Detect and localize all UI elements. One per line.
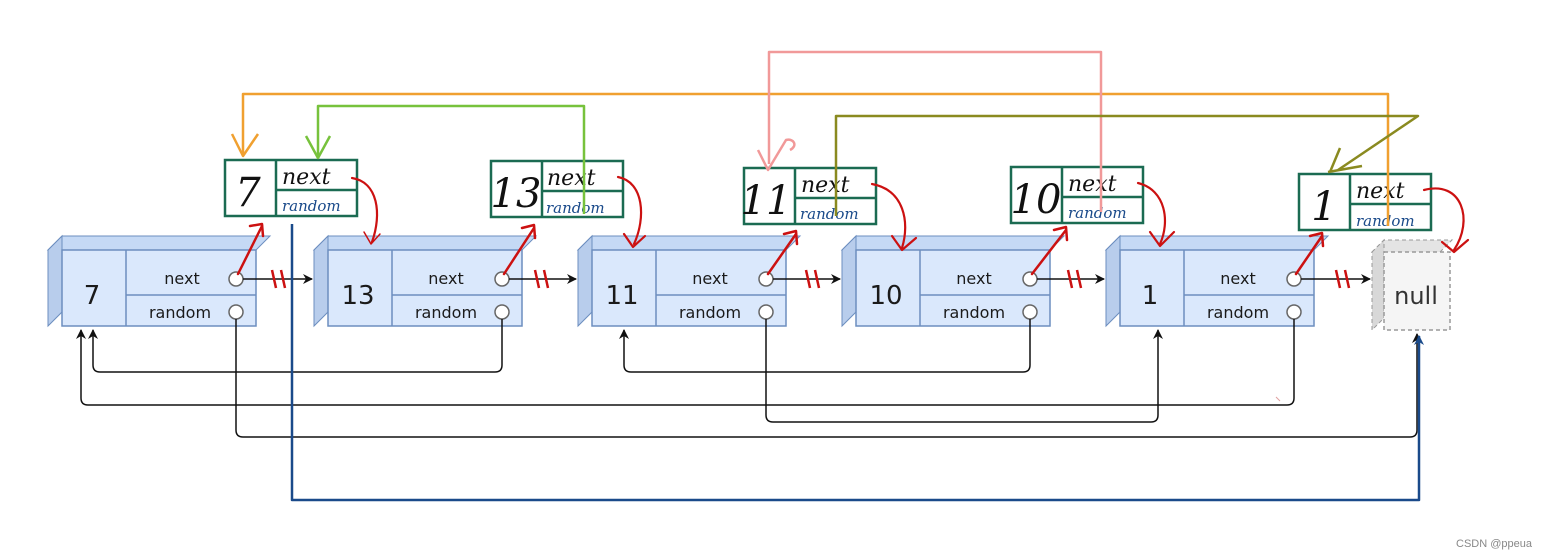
next-pointer-dot: [494, 271, 510, 287]
copied-node-1: 1 next random: [1297, 172, 1433, 232]
next-pointer-dot: [1286, 271, 1302, 287]
next-field-label: next: [956, 269, 991, 288]
copy-random-arrow-pink: [756, 50, 1103, 212]
original-node-value: 13: [341, 281, 374, 311]
next-pointer-dot: [1022, 271, 1038, 287]
original-node-value: 11: [605, 281, 638, 311]
original-to-copy-arrows: [236, 222, 1325, 276]
random-field-label: random: [546, 199, 605, 217]
copied-node-value: 11: [741, 178, 792, 224]
copied-node-value: 13: [491, 171, 542, 217]
random-field-label: random: [800, 205, 859, 223]
random-pointer-dot: [1286, 304, 1302, 320]
random-field-label: random: [943, 303, 1005, 322]
next-field-label: next: [547, 166, 596, 191]
random-pointer-dot: [1022, 304, 1038, 320]
next-field-label: next: [692, 269, 727, 288]
random-pointer-dot: [494, 304, 510, 320]
next-field-label: next: [1356, 179, 1405, 204]
watermark: CSDN @ppeua: [1456, 538, 1532, 550]
original-random-arrows: [76, 319, 1422, 438]
null-label: null: [1394, 282, 1438, 310]
null-node: null: [1370, 238, 1454, 332]
original-node-7: 7 next random: [46, 234, 272, 328]
next-field-label: next: [164, 269, 199, 288]
next-field-label: next: [282, 165, 331, 190]
original-node-1: 1 next random: [1104, 234, 1330, 328]
cut-marks: [270, 269, 1351, 289]
copy-random-arrow-olive: [834, 114, 1420, 216]
next-field-label: next: [801, 173, 850, 198]
random-field-label: random: [1356, 212, 1415, 230]
random-field-label: random: [149, 303, 211, 322]
original-node-11: 11 next random: [576, 234, 802, 328]
copied-node-value: 1: [1311, 184, 1336, 230]
original-node-value: 1: [1142, 281, 1159, 311]
copy-random-arrow-navy: [290, 224, 1424, 502]
copied-node-value: 10: [1011, 177, 1062, 223]
random-field-label: random: [679, 303, 741, 322]
copy-random-arrow-orange: [230, 92, 1390, 226]
next-pointer-dot: [758, 271, 774, 287]
copied-node-7: 7 next random: [223, 158, 359, 218]
random-field-label: random: [1207, 303, 1269, 322]
next-field-label: next: [428, 269, 463, 288]
next-pointer-dot: [228, 271, 244, 287]
original-node-value: 7: [84, 281, 101, 311]
original-node-13: 13 next random: [312, 234, 538, 328]
stray-mark: [1275, 396, 1281, 402]
random-field-label: random: [415, 303, 477, 322]
next-field-label: next: [1220, 269, 1255, 288]
random-field-label: random: [282, 197, 341, 215]
copied-node-10: 10 next random: [1009, 165, 1145, 225]
copied-node-13: 13 next random: [489, 159, 625, 219]
next-field-label: next: [1068, 172, 1117, 197]
copied-node-11: 11 next random: [741, 166, 878, 226]
random-pointer-dot: [758, 304, 774, 320]
original-node-10: 10 next random: [840, 234, 1066, 328]
copied-node-value: 7: [235, 170, 261, 216]
copy-random-arrow-green: [304, 104, 586, 214]
random-field-label: random: [1068, 204, 1127, 222]
original-node-value: 10: [869, 281, 902, 311]
random-pointer-dot: [228, 304, 244, 320]
copy-next-arrows: [350, 175, 1470, 254]
